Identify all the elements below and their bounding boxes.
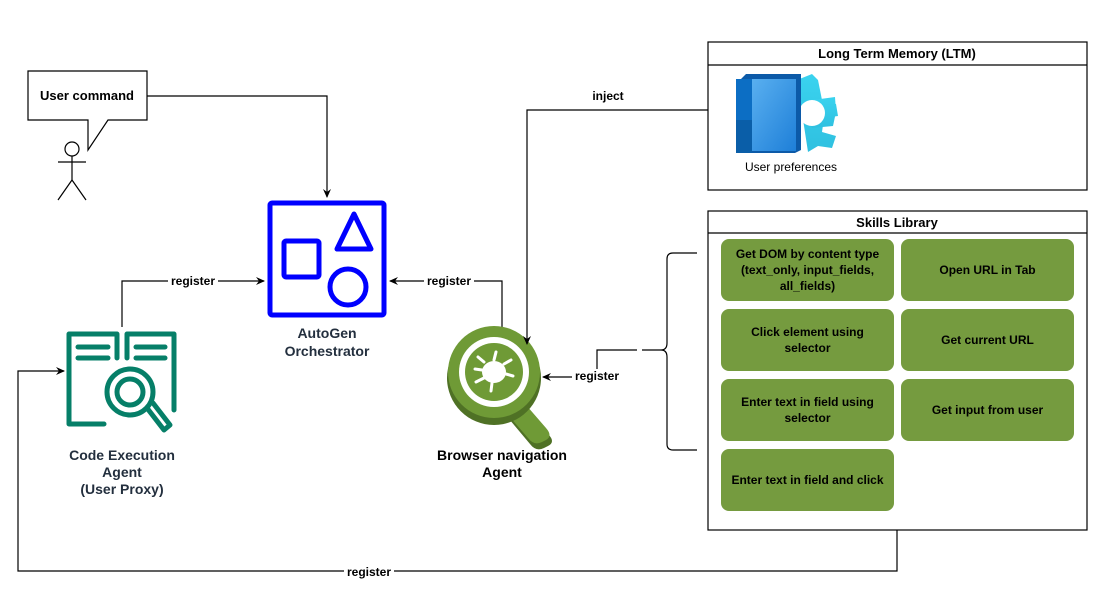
ltm-panel: Long Term Memory (LTM) User preferences bbox=[707, 41, 1088, 191]
edge-label-inject: inject bbox=[592, 89, 623, 103]
edge-browser-to-orchestrator bbox=[389, 277, 503, 330]
skill-card[interactable]: Enter text in field using selector bbox=[721, 379, 894, 441]
ltm-title: Long Term Memory (LTM) bbox=[818, 46, 976, 61]
orchestrator-label-line2: Orchestrator bbox=[285, 343, 370, 359]
browser-navigation-agent-node[interactable]: Browser navigation Agent bbox=[437, 326, 567, 480]
skill-card[interactable]: Get current URL bbox=[901, 309, 1074, 371]
autogen-shapes-icon bbox=[267, 200, 387, 318]
edge-ltm-to-browser-inject bbox=[523, 109, 735, 345]
browser-agent-label-line2: Agent bbox=[482, 464, 522, 480]
code-agent-label-line3: (User Proxy) bbox=[80, 481, 163, 497]
skill-card-bg bbox=[901, 239, 1074, 301]
skills-grid: Get DOM by content type (text_only, input… bbox=[721, 239, 1074, 511]
book-gear-icon bbox=[736, 74, 838, 153]
skill-label: Get current URL bbox=[941, 333, 1034, 347]
skill-card[interactable]: Get DOM by content type (text_only, input… bbox=[721, 239, 894, 301]
edge-label-browser-register: register bbox=[427, 274, 471, 288]
orchestrator-node[interactable]: AutoGen Orchestrator bbox=[267, 200, 387, 359]
skill-label: Get input from user bbox=[932, 403, 1044, 417]
user-actor: User command bbox=[27, 70, 148, 201]
skill-card[interactable]: Get input from user bbox=[901, 379, 1074, 441]
skill-label: selector bbox=[784, 411, 830, 425]
skill-card[interactable]: Enter text in field and click bbox=[721, 449, 894, 511]
skill-card-bg bbox=[901, 379, 1074, 441]
user-preferences-item[interactable]: User preferences bbox=[736, 74, 838, 174]
skill-card[interactable]: Click element using selector bbox=[721, 309, 894, 371]
skill-label: Click element using bbox=[751, 325, 864, 339]
code-agent-label-line1: Code Execution bbox=[69, 447, 175, 463]
edge-label-skills-browser-register: register bbox=[575, 369, 619, 383]
edge-skills-to-code bbox=[17, 367, 898, 572]
skill-label: Get DOM by content type bbox=[736, 247, 880, 261]
skill-card-bg bbox=[721, 449, 894, 511]
code-agent-label-line2: Agent bbox=[102, 464, 142, 480]
skill-card-bg bbox=[721, 379, 894, 441]
skill-label: selector bbox=[784, 341, 830, 355]
skill-card[interactable]: Open URL in Tab bbox=[901, 239, 1074, 301]
skill-label: Enter text in field and click bbox=[731, 473, 883, 487]
skills-library-panel: Skills Library Get DOM by content type (t… bbox=[707, 210, 1088, 531]
document-search-icon bbox=[66, 331, 177, 433]
skill-label: Enter text in field using bbox=[741, 395, 874, 409]
skill-label: Open URL in Tab bbox=[939, 263, 1035, 277]
bug-magnifier-icon bbox=[447, 326, 552, 450]
edge-label-code-register: register bbox=[171, 274, 215, 288]
stick-figure-icon bbox=[57, 141, 87, 201]
orchestrator-label-line1: AutoGen bbox=[297, 325, 356, 341]
edge-user-to-orchestrator bbox=[147, 95, 331, 198]
skill-label: all_fields) bbox=[780, 279, 835, 293]
user-command-label: User command bbox=[40, 88, 134, 103]
edge-skills-to-browser bbox=[542, 349, 637, 381]
edge-label-skills-code-register: register bbox=[347, 565, 391, 579]
skills-brace bbox=[642, 252, 697, 451]
code-execution-agent-node[interactable]: Code Execution Agent (User Proxy) bbox=[66, 331, 177, 497]
skill-card-bg bbox=[721, 309, 894, 371]
skill-card-bg bbox=[721, 239, 894, 301]
browser-agent-label-line1: Browser navigation bbox=[437, 447, 567, 463]
speech-bubble bbox=[27, 70, 148, 152]
user-preferences-label: User preferences bbox=[745, 160, 837, 174]
skill-card-bg bbox=[901, 309, 1074, 371]
skill-label: (text_only, input_fields, bbox=[741, 263, 874, 277]
skills-library-title: Skills Library bbox=[856, 215, 938, 230]
